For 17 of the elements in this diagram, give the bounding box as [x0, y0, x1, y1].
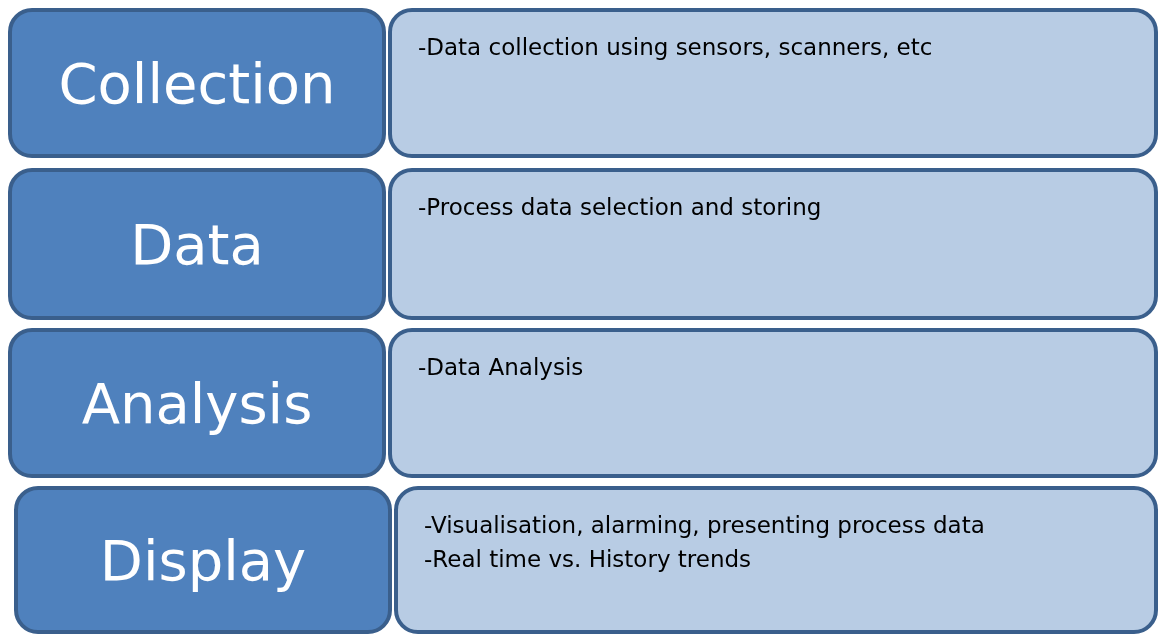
- description-text: -Process data selection and storing: [418, 193, 823, 222]
- description-text: -Data Analysis: [418, 353, 585, 382]
- stage-box: [8, 328, 386, 478]
- description-box: [388, 8, 1158, 158]
- description-box: [388, 328, 1158, 478]
- description-box: [394, 486, 1158, 634]
- stage-box: [14, 486, 392, 634]
- stage-title: Display: [99, 527, 307, 593]
- stage-title: Collection: [58, 50, 336, 116]
- stage-title: Analysis: [81, 370, 313, 436]
- stage-title: Data: [130, 211, 264, 277]
- stage-box: [8, 168, 386, 320]
- description-text: -Visualisation, alarming, presenting process data: [424, 511, 986, 540]
- stage-box: [8, 8, 386, 158]
- description-text: -Real time vs. History trends: [424, 545, 753, 574]
- description-box: [388, 168, 1158, 320]
- description-text: -Data collection using sensors, scanners, etc: [418, 33, 934, 62]
